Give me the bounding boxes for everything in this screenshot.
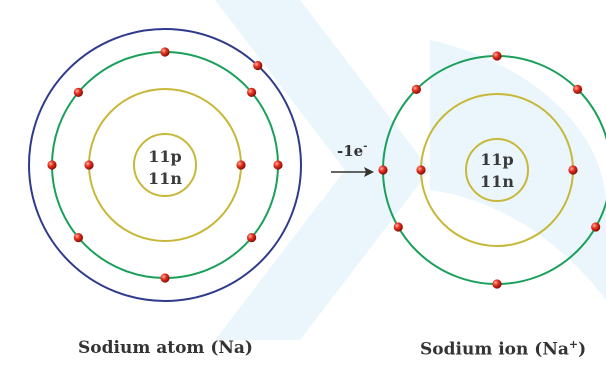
atom-electron-shell2-8 [160,273,170,283]
ion-caption-main: Sodium ion (Na [420,339,569,360]
ion-electron-shell1-1 [568,165,578,175]
atom-outer-shell [28,28,302,302]
ion-electron-shell2-3 [411,84,421,94]
ion-caption: Sodium ion (Na+) [420,338,586,360]
electron-loss-label-sup: - [363,141,367,152]
atom-electrons [47,47,283,283]
atom-electron-shell2-5 [47,160,57,170]
atom-electron-shell3-1 [253,60,263,71]
ion-nucleus-neutrons: 11n [480,172,514,191]
atom-electron-shell2-7 [73,233,83,243]
ion-electron-shell1-2 [416,165,426,175]
atom-nucleus-neutrons: 11n [148,169,182,188]
ion-electron-shell2-7 [393,222,403,232]
atom-electron-shell1-2 [84,160,94,170]
ionization-arrow: -1e- [331,141,374,177]
atom-electron-shell2-2 [247,87,257,97]
ion-caption-charge: + [568,338,579,351]
atom-caption: Sodium atom (Na) [78,338,253,358]
background-watermark [215,0,606,340]
ion-electrons [378,51,601,289]
arrow-head [364,167,374,177]
electron-loss-label-main: -1e [337,142,363,160]
sodium-atom-diagram: 11p 11n [28,28,302,302]
ion-electron-shell2-2 [573,84,583,94]
atom-electron-shell1-1 [236,160,246,170]
atom-electron-shell2-4 [273,160,283,170]
atom-electron-shell2-3 [73,87,83,97]
ion-electron-shell2-8 [492,279,502,289]
ion-nucleus [465,138,529,202]
ion-electron-shell2-6 [591,222,601,232]
ion-caption-end: ) [578,339,587,360]
electron-loss-label: -1e- [337,141,367,160]
ion-electron-shell2-5 [378,165,388,175]
sodium-ion-diagram: 11p 11n [378,51,606,289]
atom-electron-shell2-1 [160,47,170,57]
atom-nucleus-protons: 11p [148,147,181,166]
ion-electron-shell2-1 [492,51,502,61]
ion-nucleus-protons: 11p [480,150,513,169]
atom-nucleus [133,133,197,197]
atom-electron-shell2-6 [247,233,257,243]
